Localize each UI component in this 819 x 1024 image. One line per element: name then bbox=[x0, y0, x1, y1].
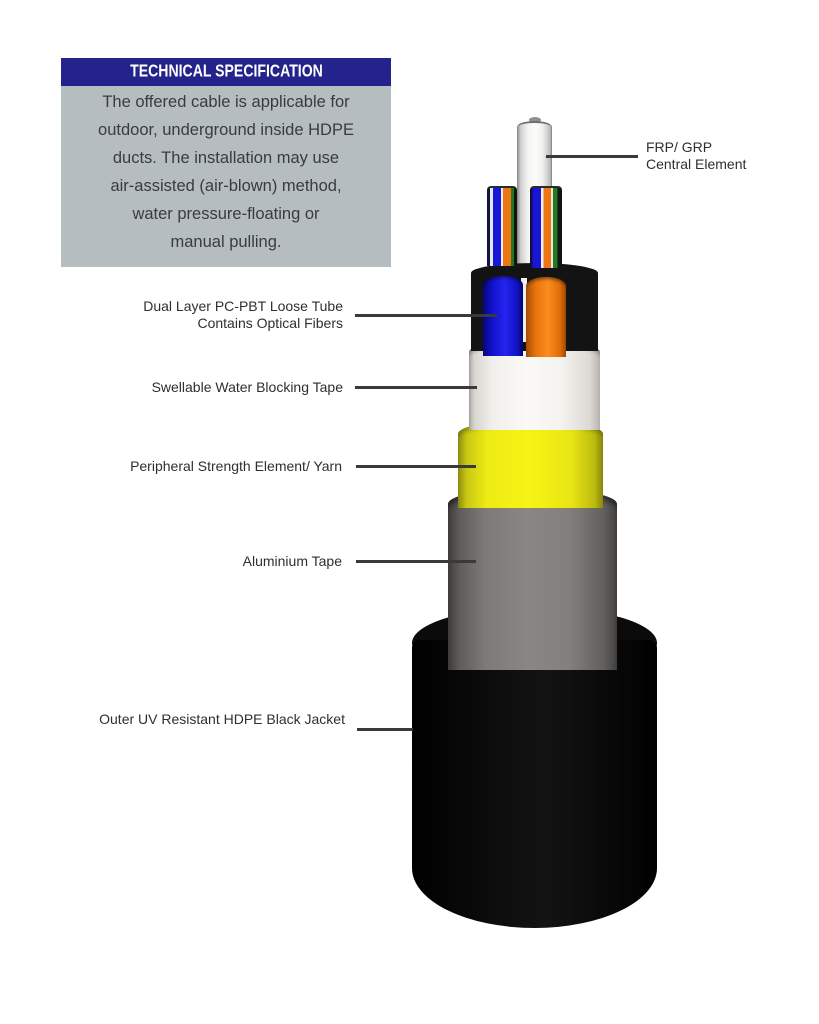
label-outer-jacket: Outer UV Resistant HDPE Black Jacket bbox=[99, 711, 345, 727]
central-element-sliver bbox=[521, 278, 527, 342]
label-central-element: FRP/ GRP Central Element bbox=[646, 139, 746, 173]
pointer-line-outer-jacket bbox=[357, 728, 413, 731]
aluminium-tape-cylinder bbox=[448, 488, 617, 670]
loose-tube-orange bbox=[526, 277, 566, 357]
label-loose-tube-line1: Dual Layer PC-PBT Loose Tube bbox=[143, 298, 343, 314]
pointer-line-central-element bbox=[546, 155, 638, 158]
outer-jacket-cylinder bbox=[412, 640, 657, 928]
label-aluminium-tape: Aluminium Tape bbox=[242, 553, 342, 569]
pointer-line-strength-yarn bbox=[356, 465, 476, 468]
spec-body-text: The offered cable is applicable for outd… bbox=[61, 88, 391, 256]
optical-fiber-bundle-right bbox=[530, 186, 562, 268]
spec-body-line: outdoor, underground inside HDPE bbox=[98, 121, 354, 139]
label-loose-tube: Dual Layer PC-PBT Loose Tube Contains Op… bbox=[143, 298, 343, 332]
label-strength-yarn: Peripheral Strength Element/ Yarn bbox=[130, 458, 342, 474]
pointer-line-aluminium-tape bbox=[356, 560, 476, 563]
spec-body-line: The offered cable is applicable for bbox=[102, 93, 350, 111]
spec-body-line: air-assisted (air-blown) method, bbox=[110, 177, 342, 195]
spec-body-line: water pressure-floating or bbox=[132, 205, 320, 223]
optical-fiber-bundle-left bbox=[487, 186, 517, 266]
technical-specification-box: TECHNICAL SPECIFICATION The offered cabl… bbox=[61, 58, 391, 267]
label-water-tape: Swellable Water Blocking Tape bbox=[151, 379, 343, 395]
spec-header-bar: TECHNICAL SPECIFICATION bbox=[61, 58, 391, 86]
strength-yarn-cylinder bbox=[458, 420, 603, 508]
spec-header-title: TECHNICAL SPECIFICATION bbox=[129, 62, 323, 81]
spec-body-line: manual pulling. bbox=[170, 233, 282, 251]
spec-body-line: ducts. The installation may use bbox=[112, 149, 340, 167]
label-central-element-line1: FRP/ GRP bbox=[646, 139, 713, 155]
pointer-line-water-tape bbox=[355, 386, 477, 389]
label-central-element-line2: Central Element bbox=[646, 156, 747, 172]
central-element-tip bbox=[529, 117, 541, 123]
label-loose-tube-line2: Contains Optical Fibers bbox=[197, 315, 343, 331]
pointer-line-loose-tube bbox=[355, 314, 497, 317]
